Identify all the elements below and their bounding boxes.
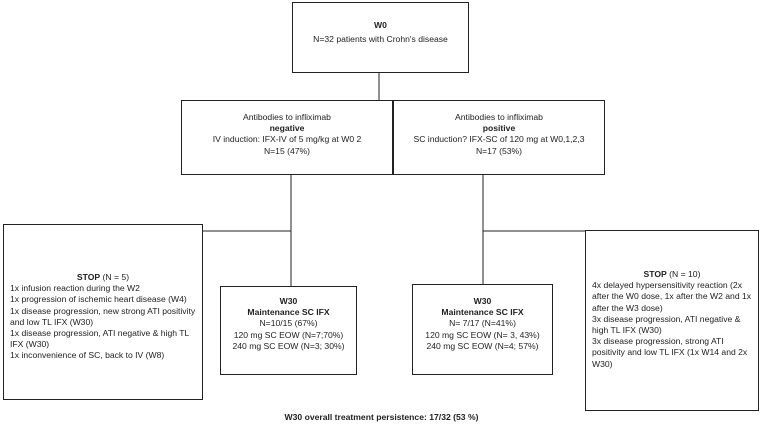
stop-right-item: 3x disease progression, strong ATI posit… — [592, 336, 748, 369]
negative-count: N=15 (47%) — [263, 145, 311, 156]
stop-right-title: STOP — [643, 269, 667, 279]
negative-induction: IV induction: IFX-IV of 5 mg/kg at W0 2 — [212, 134, 362, 145]
w0-subtitle: N=32 patients with Crohn's disease — [313, 34, 448, 45]
stop-right-count: (N = 10) — [666, 269, 701, 279]
stop-left-item: 1x disease progression, ATI negative & h… — [10, 328, 189, 350]
w30-left-line: 240 mg SC EOW (N=3; 30%) — [232, 340, 345, 351]
w30-right-line: 240 mg SC EOW (N=4; 57%) — [426, 340, 539, 351]
positive-count: N=17 (53%) — [475, 145, 523, 156]
overall-persistence: W30 overall treatment persistence: 17/32… — [0, 412, 763, 422]
stop-right-item: 4x delayed hypersensitivity reaction (2x… — [592, 280, 752, 313]
positive-line1: Antibodies to infliximab — [455, 112, 543, 122]
negative-line1: Antibodies to infliximab — [243, 112, 331, 122]
w30-left-subtitle: Maintenance SC IFX — [247, 307, 330, 318]
stop-left-box: STOP (N = 5) 1x infusion reaction during… — [3, 224, 203, 400]
stop-left-heading: STOP (N = 5) — [10, 272, 196, 283]
stop-left-item: 1x progression of ischemic heart disease… — [10, 294, 187, 305]
persistence-label: W30 overall treatment persistence: — [284, 412, 427, 422]
w30-right-subtitle: Maintenance SC IFX — [441, 307, 524, 318]
w30-left-line: N=10/15 (67%) — [259, 318, 318, 329]
stop-left-item: 1x inconvenience of SC, back to IV (W8) — [10, 350, 165, 361]
w30-right-box: W30 Maintenance SC IFX N= 7/17 (N=41%) 1… — [412, 284, 553, 375]
positive-status: positive — [482, 123, 516, 134]
w30-right-line: 120 mg SC EOW (N= 3, 43%) — [425, 329, 540, 340]
w30-right-title: W30 — [473, 296, 492, 306]
w30-left-line: 120 mg SC EOW (N=7;70%) — [233, 329, 344, 340]
stop-right-item: 3x disease progression, ATI negative & h… — [592, 313, 741, 336]
stop-left-item: 1x infusion reaction during the W2 — [10, 283, 140, 294]
negative-status: negative — [269, 123, 305, 134]
stop-right-box: STOP (N = 10) 4x delayed hypersensitivit… — [585, 230, 759, 411]
stop-right-heading: STOP (N = 10) — [592, 269, 752, 280]
w30-left-title: W30 — [279, 296, 298, 306]
w0-title: W0 — [374, 20, 387, 30]
persistence-value: 17/32 (53 %) — [429, 412, 479, 422]
positive-induction: SC induction? IFX-SC of 120 mg at W0,1,2… — [413, 134, 585, 145]
stop-left-item: 1x disease progression, new strong ATI p… — [10, 305, 196, 327]
stop-left-count: (N = 5) — [100, 272, 130, 282]
negative-antibodies-box: Antibodies to infliximab negative IV ind… — [181, 100, 393, 175]
positive-antibodies-box: Antibodies to infliximab positive SC ind… — [393, 100, 605, 175]
w30-left-box: W30 Maintenance SC IFX N=10/15 (67%) 120… — [220, 286, 357, 375]
w30-right-line: N= 7/17 (N=41%) — [449, 318, 516, 329]
stop-left-title: STOP — [76, 272, 101, 282]
w0-box: W0 N=32 patients with Crohn's disease — [292, 2, 469, 73]
